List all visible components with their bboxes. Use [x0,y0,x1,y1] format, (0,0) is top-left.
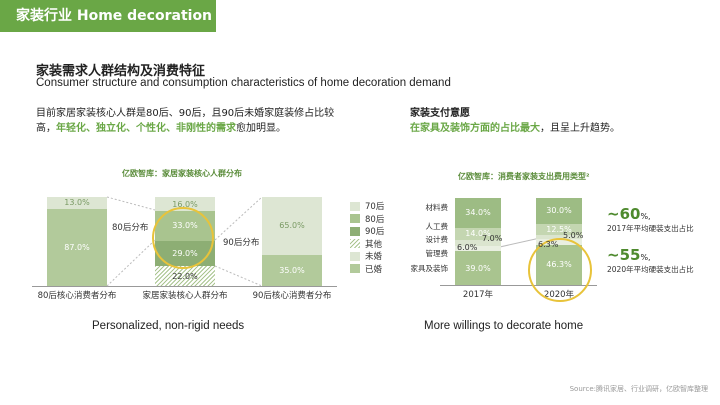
legend-swatch [350,226,360,236]
section-title: 家装需求人群结构及消费特征 [36,64,206,79]
bar-segment: 30.0% [536,197,582,225]
callout-unit: %, [640,253,651,262]
callout-2017: ~60%, 2017年平均硬装支出占比 [607,204,694,234]
series-label: 材料费 [425,203,449,212]
highlight-text: 在家具及装饰方面的占比最大 [410,123,540,134]
data-label: 6.3% [538,240,559,249]
bar-segment [455,239,501,246]
caption-right: More willings to decorate home [424,320,584,332]
legend-item: 未婚 [350,250,384,263]
connector [214,196,263,241]
series-label: 家具及装饰 [410,264,449,273]
series-label: 人工费 [425,222,449,231]
category-label: 2017年 [462,290,494,300]
baseline [440,285,597,286]
callout-unit: %, [640,212,651,221]
data-label: 12.5% [546,224,572,234]
data-label: 34.0% [465,208,491,218]
bar-segment: 16.0% [155,197,215,212]
legend-label: 已婚 [365,264,383,275]
annotation-90s: 90后分布 [223,238,260,248]
callout-2020: ~55%, 2020年平均硬装支出占比 [607,245,694,275]
category-label: 家居家装核心人群分布 [142,291,228,301]
legend-label: 80后 [365,214,385,225]
highlight-circle [528,238,592,302]
annotation-80s: 80后分布 [112,223,149,233]
source-note: Source:腾讯家居、行业调研，亿欧智库整理 [569,385,708,393]
legend-item: 80后 [350,213,384,226]
legend-swatch [350,214,360,224]
legend-label: 未婚 [365,252,383,263]
right-heading: 家装支付意愿 [410,108,470,119]
caption-left: Personalized, non-rigid needs [92,320,245,332]
legend-label: 70后 [365,202,385,213]
callout-value: ~60 [607,205,641,223]
bar-segment: 13.0% [47,197,107,209]
bar-segment: 14.0% [455,227,501,240]
bar-segment: 39.0% [455,251,501,285]
highlight-text: 年轻化、独立化、个性化、非刚性的需求 [56,123,236,134]
right-description: 家装支付意愿 在家具及装饰方面的占比最大，且呈上升趋势。 [410,106,620,136]
data-label: 30.0% [546,206,572,216]
chart1-title: 亿欧智库：家居家装核心人群分布 [122,169,242,178]
bar-segment [536,234,582,240]
bar-segment: 87.0% [47,208,107,286]
left-description: 目前家居家装核心人群是80后、90后，且90后未婚家庭装修占比较 高，年轻化、独… [36,106,396,136]
category-label: 90后核心消费者分布 [252,291,332,301]
header-title: 家装行业 Home decoration industry [16,8,283,24]
text: 愈加明显。 [236,123,286,134]
left-desc-line1: 目前家居家装核心人群是80后、90后，且90后未婚家庭装修占比较 [36,108,335,119]
bar-segment [455,245,501,252]
baseline [32,286,337,287]
legend-item: 已婚 [350,263,384,276]
connector [106,239,156,287]
highlight-circle [152,207,214,269]
section-subtitle: Consumer structure and consumption chara… [36,77,451,89]
legend-swatch [350,264,360,274]
chart2-title: 亿欧智库：消费者家装支出费用类型² [458,172,590,181]
stacked-bar: 39.0% 14.0% 34.0% [455,198,501,285]
right-desc-line: 在家具及装饰方面的占比最大，且呈上升趋势。 [410,121,620,136]
series-label: 管理费 [425,249,449,258]
header-banner: 家装行业 Home decoration industry [0,0,283,32]
legend-label: 90后 [365,227,385,238]
data-label: 6.0% [457,243,478,252]
legend-item: 90后 [350,225,384,238]
legend-swatch [350,201,360,211]
left-desc-line2: 高，年轻化、独立化、个性化、非刚性的需求愈加明显。 [36,121,396,136]
data-label: 7.0% [482,234,503,243]
data-label: 14.0% [465,229,491,239]
legend-swatch [350,239,360,249]
data-label: 13.0% [64,198,90,208]
data-label: 22.0% [172,271,198,281]
data-label: 35.0% [279,265,305,275]
text: 高， [36,123,56,134]
callout-value: ~55 [607,246,641,264]
bar-segment: 12.5% [536,224,582,235]
text: ，且呈上升趋势。 [540,123,620,134]
stacked-bar: 87.0% 13.0% [47,197,107,286]
legend-item: 70后 [350,200,384,213]
connector [106,196,156,211]
data-label: 16.0% [172,199,198,209]
legend-swatch [350,251,360,261]
bar-segment: 34.0% [455,198,501,228]
bar-segment: 65.0% [262,197,322,255]
data-label: 5.0% [563,231,584,240]
series-label: 设计费 [425,235,449,244]
callout-desc: 2017年平均硬装支出占比 [607,224,694,233]
data-label: 87.0% [64,242,90,252]
data-label: 39.0% [465,263,491,273]
callout-desc: 2020年平均硬装支出占比 [607,265,694,274]
legend-label: 其他 [365,239,383,250]
bar-segment: 35.0% [262,254,322,286]
connector [214,265,263,287]
bar-segment: 22.0% [155,266,215,286]
category-label: 80后核心消费者分布 [37,291,117,301]
data-label: 65.0% [279,221,305,231]
legend-item: 其他 [350,238,384,251]
stacked-bar: 35.0% 65.0% [262,197,322,286]
